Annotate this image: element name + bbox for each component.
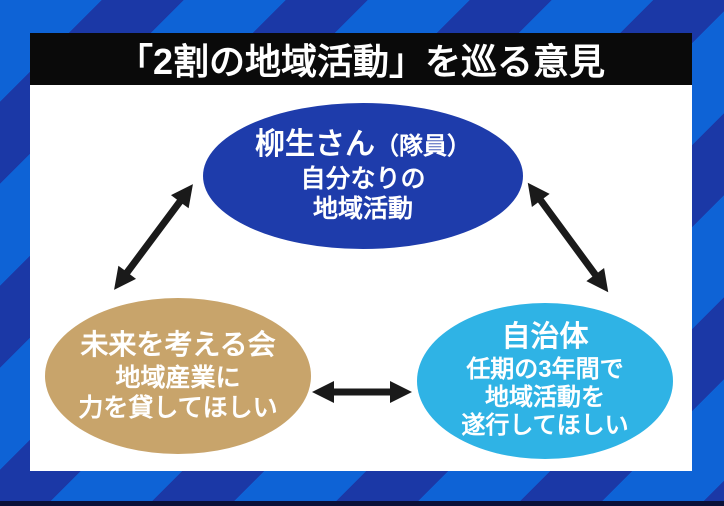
arrow-mirai-muni xyxy=(312,381,412,403)
node-mirai-line-2: 力を貸してほしい xyxy=(78,393,278,422)
node-mirai-line-1: 地域産業に xyxy=(115,364,241,393)
node-yagyu-heading: 柳生さん（隊員） xyxy=(255,128,471,163)
bottom-navy-bar xyxy=(0,501,724,506)
node-muni-line-1: 任期の3年間で xyxy=(466,355,624,383)
node-yagyu-line-2: 地域活動 xyxy=(312,194,413,223)
title-bar: 「2割の地域活動」を巡る意見 xyxy=(30,33,692,85)
arrow-yagyu-muni xyxy=(527,182,609,293)
node-muni-line-2: 地域活動を xyxy=(485,384,605,412)
node-muni-heading: 自治体 xyxy=(501,321,589,354)
arrow-yagyu-mirai xyxy=(114,184,193,290)
page-title: 「2割の地域活動」を巡る意見 xyxy=(116,41,606,82)
node-yagyu: 柳生さん（隊員） 自分なりの 地域活動 xyxy=(203,103,523,249)
node-yagyu-suffix: （隊員） xyxy=(375,132,471,160)
node-yagyu-name: 柳生さん xyxy=(255,127,375,161)
node-mirai: 未来を考える会 地域産業に 力を貸してほしい xyxy=(45,298,311,454)
node-muni-line-3: 遂行してほしい xyxy=(461,412,629,440)
diagram-canvas: 柳生さん（隊員） 自分なりの 地域活動 未来を考える会 地域産業に 力を貸してほ… xyxy=(30,85,692,471)
node-mirai-heading: 未来を考える会 xyxy=(80,328,276,360)
node-yagyu-line-1: 自分なりの xyxy=(300,165,426,194)
node-muni: 自治体 任期の3年間で 地域活動を 遂行してほしい xyxy=(417,303,673,459)
